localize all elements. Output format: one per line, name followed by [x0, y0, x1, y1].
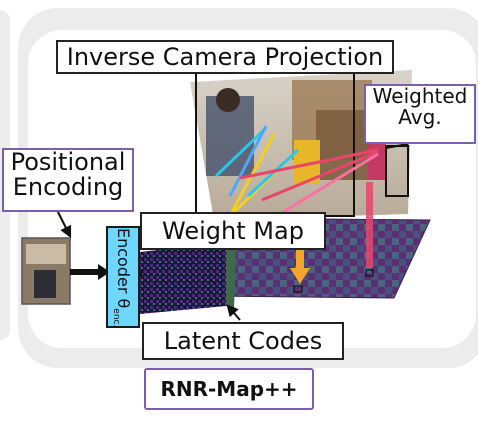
encoder-label: Encoder θenc. [108, 228, 138, 328]
input-image-thumbnail [21, 237, 71, 305]
weighted-avg-line2: Avg. [398, 105, 442, 129]
positional-encoding-line2: Encoding [12, 173, 124, 202]
inverse-camera-projection-label: Inverse Camera Projection [56, 40, 394, 74]
latent-codes-label: Latent Codes [142, 322, 344, 360]
positional-encoding-label: Positional Encoding [2, 148, 134, 212]
positional-encoding-line1: Positional [10, 148, 126, 176]
weighted-avg-label: Weighted Avg. [364, 84, 476, 144]
connector-arrows [55, 143, 409, 321]
method-name-label: RNR-Map++ [144, 368, 314, 410]
encoder-subscript: enc. [110, 308, 121, 328]
latent-codes-map [140, 242, 236, 314]
weight-map-label: Weight Map [140, 212, 326, 250]
encoder-block: Encoder θenc. [106, 226, 140, 328]
aggregation-arrows [290, 182, 374, 293]
projection-rays [214, 125, 379, 216]
encoder-label-text: Encoder θ [114, 228, 133, 309]
weighted-avg-line1: Weighted [372, 84, 468, 108]
